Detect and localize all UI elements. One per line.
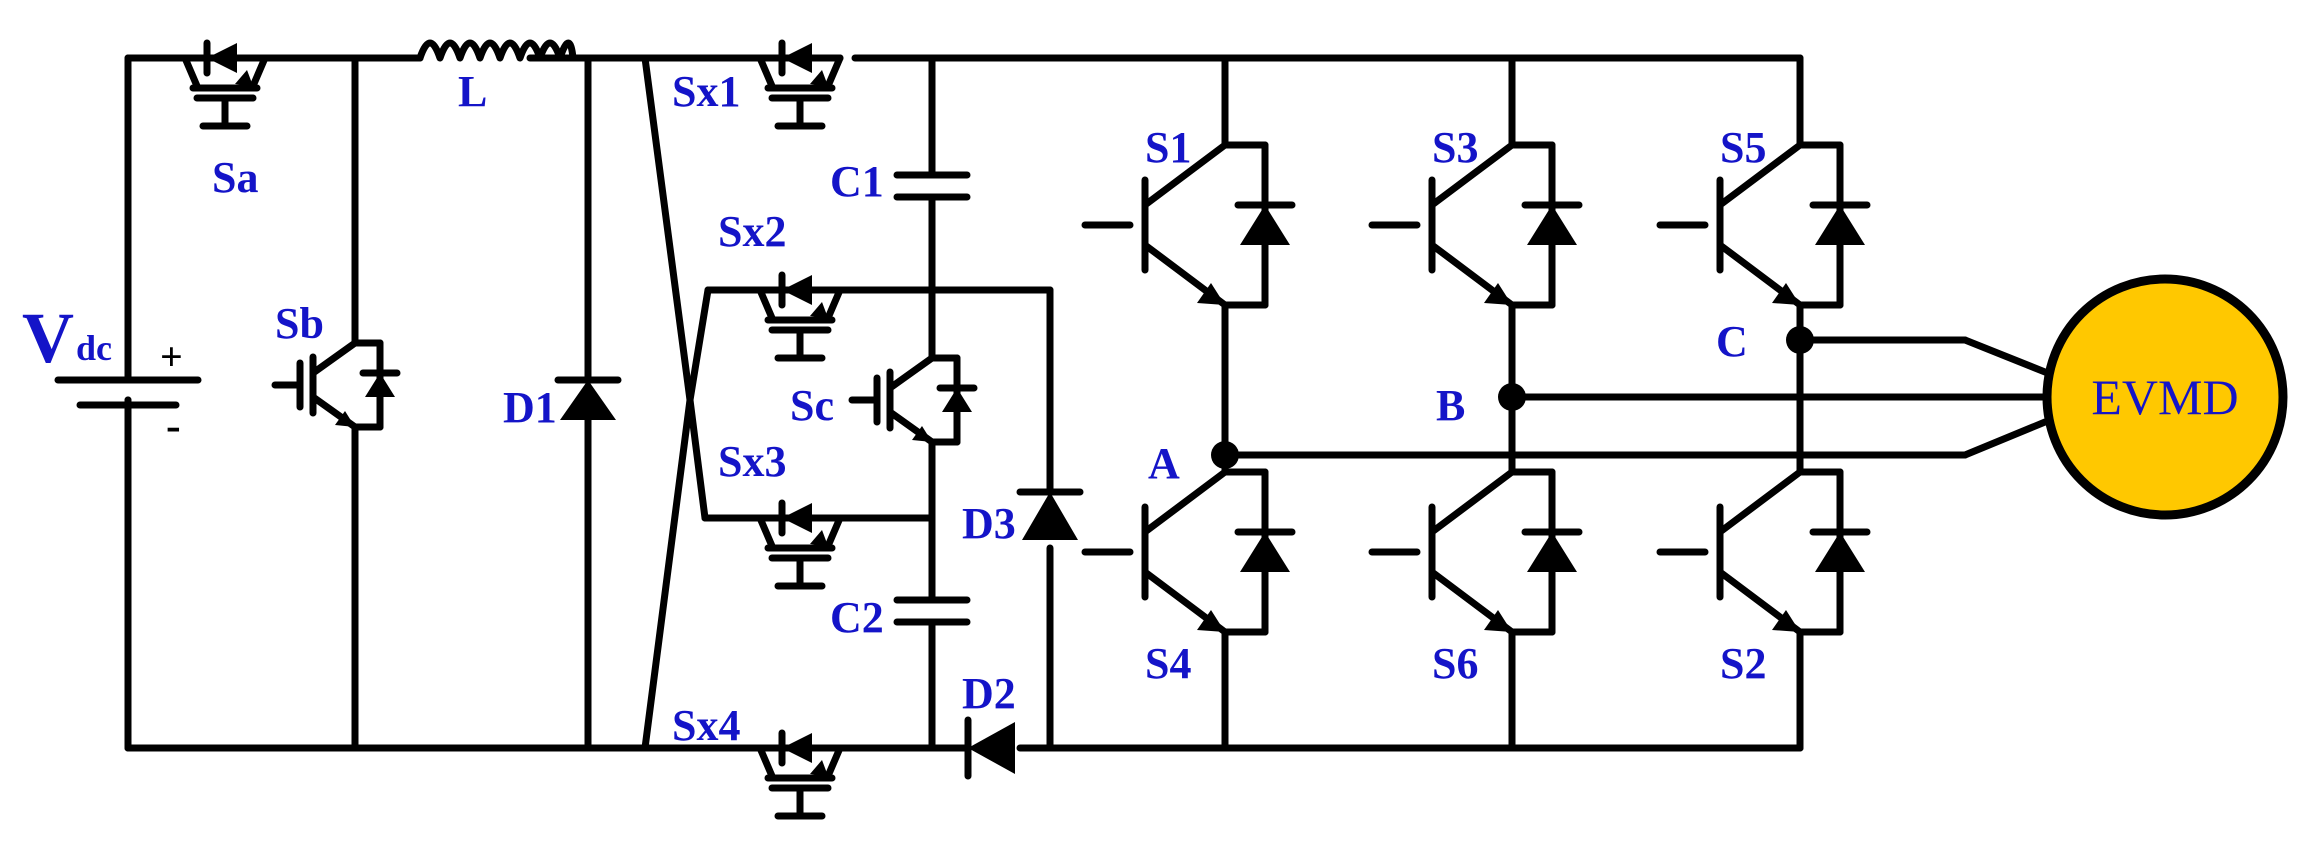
diode-d2 (964, 716, 1015, 780)
label-vdc-sub: dc (76, 328, 112, 368)
node-b-dot (1498, 383, 1526, 411)
label-sx2: Sx2 (718, 207, 786, 256)
switch-sx2 (760, 275, 840, 358)
capacitor-c2 (893, 596, 971, 626)
label-node-c: C (1716, 317, 1748, 366)
igbt-s4 (1085, 472, 1292, 632)
label-sx3: Sx3 (718, 437, 786, 486)
label-motor: EVMD (2091, 369, 2238, 425)
label-vdc: V (22, 298, 74, 378)
igbt-s6 (1372, 472, 1579, 632)
label-s6: S6 (1432, 639, 1478, 688)
label-l: L (458, 67, 487, 116)
label-node-b: B (1436, 381, 1465, 430)
label-s1: S1 (1145, 123, 1191, 172)
label-d1: D1 (503, 383, 557, 432)
label-s3: S3 (1432, 123, 1478, 172)
label-node-a: A (1148, 439, 1180, 488)
label-s4: S4 (1145, 639, 1191, 688)
label-c2: C2 (830, 593, 884, 642)
label-sb: Sb (275, 299, 324, 348)
label-d3: D3 (962, 499, 1016, 548)
switch-sx4 (760, 733, 840, 816)
node-a-dot (1211, 441, 1239, 469)
diode-d1 (554, 376, 622, 420)
diode-d3 (1016, 488, 1084, 540)
label-d2: D2 (962, 669, 1016, 718)
label-minus: - (166, 401, 181, 450)
label-sx1: Sx1 (672, 67, 740, 116)
label-s2: S2 (1720, 639, 1766, 688)
label-sc: Sc (790, 381, 834, 430)
capacitor-c1 (893, 171, 971, 201)
inductor-l (416, 39, 577, 62)
label-plus: + (160, 334, 183, 379)
node-c-dot (1786, 326, 1814, 354)
label-sa: Sa (212, 153, 258, 202)
igbt-s2 (1660, 472, 1867, 632)
switch-sx3 (760, 503, 840, 586)
battery-vdc (54, 346, 202, 409)
label-s5: S5 (1720, 123, 1766, 172)
switch-sa (185, 43, 265, 126)
switch-sb (275, 343, 397, 427)
motor-evmd (2042, 274, 2288, 520)
label-c1: C1 (830, 157, 884, 206)
switch-sx1 (760, 43, 840, 126)
wires (124, 54, 2049, 752)
label-sx4: Sx4 (672, 701, 740, 750)
switch-sc (852, 358, 974, 442)
